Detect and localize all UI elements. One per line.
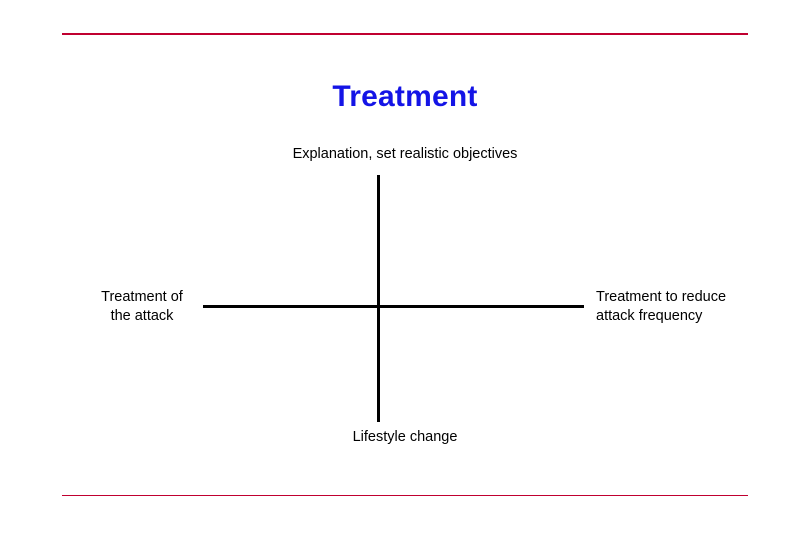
page-title: Treatment [332, 80, 478, 113]
axis-label-left: Treatment of the attack [62, 288, 222, 326]
bottom-divider-rule [62, 495, 748, 496]
axis-label-right-line1: Treatment to reduce [596, 289, 727, 305]
axis-label-right-line2: attack frequency [596, 308, 703, 324]
axis-label-left-line2: the attack [110, 308, 174, 324]
axis-label-bottom: Lifestyle change [352, 429, 458, 445]
axis-label-top: Explanation, set realistic objectives [292, 146, 518, 162]
axis-label-right: Treatment to reduce attack frequency [596, 288, 776, 326]
horizontal-axis-line [203, 305, 584, 308]
vertical-axis-line [377, 175, 380, 422]
axis-label-left-line1: Treatment of [101, 289, 183, 305]
top-divider-rule [62, 33, 748, 35]
